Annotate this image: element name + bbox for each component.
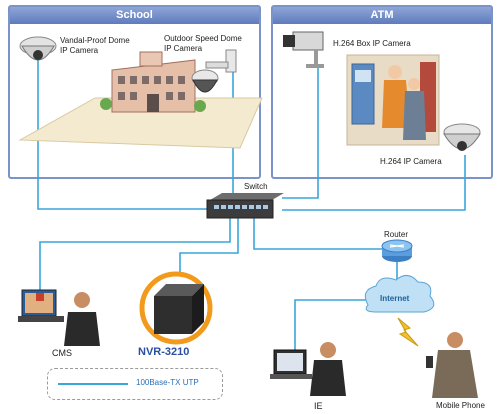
internet-cloud-icon [364, 275, 435, 313]
speed-dome-label-line2: IP Camera [164, 44, 203, 53]
h264-ip-camera-icon [443, 123, 481, 151]
utp-links [37, 60, 466, 358]
link-box-camera [282, 68, 319, 199]
link-ie [294, 299, 373, 358]
atm-panel-title: ATM [273, 7, 491, 24]
vandal-dome-label-line2: IP Camera [60, 46, 99, 55]
switch-label: Switch [244, 182, 268, 191]
link-vandal-dome [37, 60, 207, 210]
link-h264-camera [282, 155, 466, 211]
h264-camera-label: H.264 IP Camera [380, 157, 442, 166]
link-nvr [179, 218, 239, 280]
box-camera-icon [283, 31, 324, 68]
router-icon [381, 239, 413, 262]
legend-box: 100Base-TX UTP [47, 368, 223, 400]
ie-user-icon [270, 342, 346, 396]
switch-icon [206, 193, 284, 219]
speed-dome-camera-icon [191, 49, 237, 93]
school-panel: School [8, 5, 261, 179]
cms-label: CMS [52, 348, 72, 358]
legend-utp-line [58, 383, 128, 385]
speed-dome-label-line1: Outdoor Speed Dome [164, 34, 242, 43]
vandal-dome-camera-icon [19, 36, 57, 61]
vandal-dome-label: Vandal-Proof Dome IP Camera [60, 36, 130, 56]
mobile-phone-label: Mobile Phone [436, 401, 485, 410]
router-label: Router [384, 230, 409, 239]
link-router [253, 218, 386, 250]
link-cms [39, 218, 231, 290]
mobile-user-icon [426, 332, 478, 398]
nvr-device-icon [139, 271, 213, 345]
school-panel-title: School [10, 7, 259, 24]
vandal-dome-label-line1: Vandal-Proof Dome [60, 36, 130, 45]
internet-label: Internet [380, 294, 410, 303]
cms-operator-icon [18, 289, 100, 346]
ie-label: IE [314, 401, 323, 411]
wireless-bolt-icon [397, 317, 419, 347]
school-building [18, 51, 263, 149]
speed-dome-label: Outdoor Speed Dome IP Camera [164, 34, 242, 54]
legend-utp-label: 100Base-TX UTP [136, 378, 199, 387]
atm-scene-image [346, 54, 440, 146]
box-camera-label: H.264 Box IP Camera [333, 39, 411, 48]
nvr-label: NVR-3210 [138, 346, 190, 358]
